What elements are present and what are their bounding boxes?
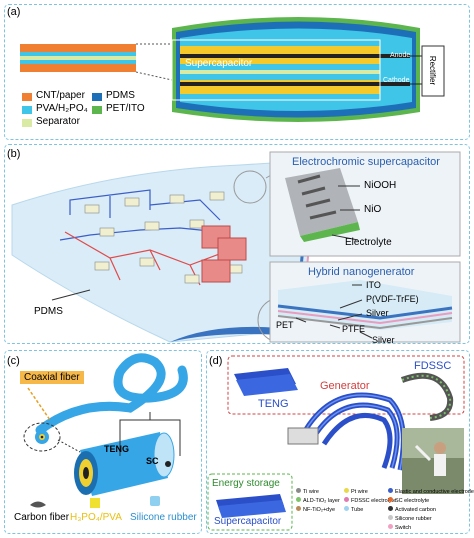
legend-item: SC electrolyte <box>388 497 429 504</box>
legend-item: Pt wire <box>344 488 368 495</box>
legend-swatch <box>22 106 32 114</box>
legend-item: NF-TiO₂+dye <box>296 506 335 513</box>
legend-swatch <box>92 93 102 101</box>
legend-pdms: PDMS <box>106 90 135 101</box>
ec-title: Electrochromic supercapacitor <box>292 156 440 168</box>
pvdf-label: P(VDF-TrFE) <box>366 294 419 304</box>
panel-a <box>4 4 470 140</box>
pet-label: PET <box>276 320 294 330</box>
panel-b <box>4 144 470 344</box>
carbon-fiber-label: Carbon fiber <box>14 512 70 523</box>
ito-label: ITO <box>366 280 381 290</box>
panel-a-label: (a) <box>7 6 21 18</box>
legend-pva: PVA/H₂PO₄ <box>36 103 88 114</box>
hn-title: Hybrid nanogenerator <box>308 266 415 278</box>
silver2-label: Silver <box>372 335 395 345</box>
legend-pet: PET/ITO <box>106 103 145 114</box>
teng-d-label: TENG <box>258 398 289 410</box>
silicone-label: Silicone rubber <box>130 512 197 523</box>
teng-c-label: TENG <box>104 444 130 454</box>
ptfe-label: PTFE <box>342 324 366 334</box>
legend-cnt: CNT/paper <box>36 90 85 101</box>
panel-c <box>4 350 202 534</box>
panel-d-legend: Ti wire ALD-TiO₂ layer NF-TiO₂+dye Pt wi… <box>296 488 474 532</box>
panel-b-label: (b) <box>7 148 21 160</box>
niooh-label: NiOOH <box>364 180 397 191</box>
legend-swatch <box>22 93 32 101</box>
fdssc-label: FDSSC <box>414 360 452 372</box>
panel-d <box>206 350 470 534</box>
cathode-label: Cathode <box>383 77 410 84</box>
panel-c-label: (c) <box>7 355 20 367</box>
legend-swatch <box>92 106 102 114</box>
anode-label: Anode <box>390 52 411 59</box>
silver1-label: Silver <box>366 308 389 318</box>
legend-item: ALD-TiO₂ layer <box>296 497 340 504</box>
legend-separator: Separator <box>36 116 80 127</box>
legend-item: Ti wire <box>296 488 319 495</box>
legend-item: Tube <box>344 506 363 513</box>
legend-item: Elastic and conductive electrode <box>388 488 474 495</box>
supercapacitor-label: Supercapacitor <box>185 58 253 69</box>
panel-a-graphic <box>20 17 445 122</box>
legend-item: Activated carbon <box>388 506 436 513</box>
energy-storage-label: Energy storage <box>212 478 280 489</box>
sc-c-label: SC <box>146 456 159 466</box>
generator-label: Generator <box>320 380 370 392</box>
h3po4-label: H₃PO₄/PVA <box>70 512 122 523</box>
supercapacitor-d-label: Supercapacitor <box>214 516 282 527</box>
legend-item: Silicone rubber <box>388 515 432 522</box>
coaxial-label: Coaxial fiber <box>20 371 84 384</box>
legend-item: FDSSC electrolyte <box>344 497 396 504</box>
nio-label: NiO <box>364 204 382 215</box>
legend-swatch <box>22 119 32 127</box>
panel-d-label: (d) <box>209 355 223 367</box>
electrolyte-label: Electrolyte <box>345 237 392 248</box>
legend-item: Switch <box>388 524 411 531</box>
pdms-label: PDMS <box>34 306 63 317</box>
